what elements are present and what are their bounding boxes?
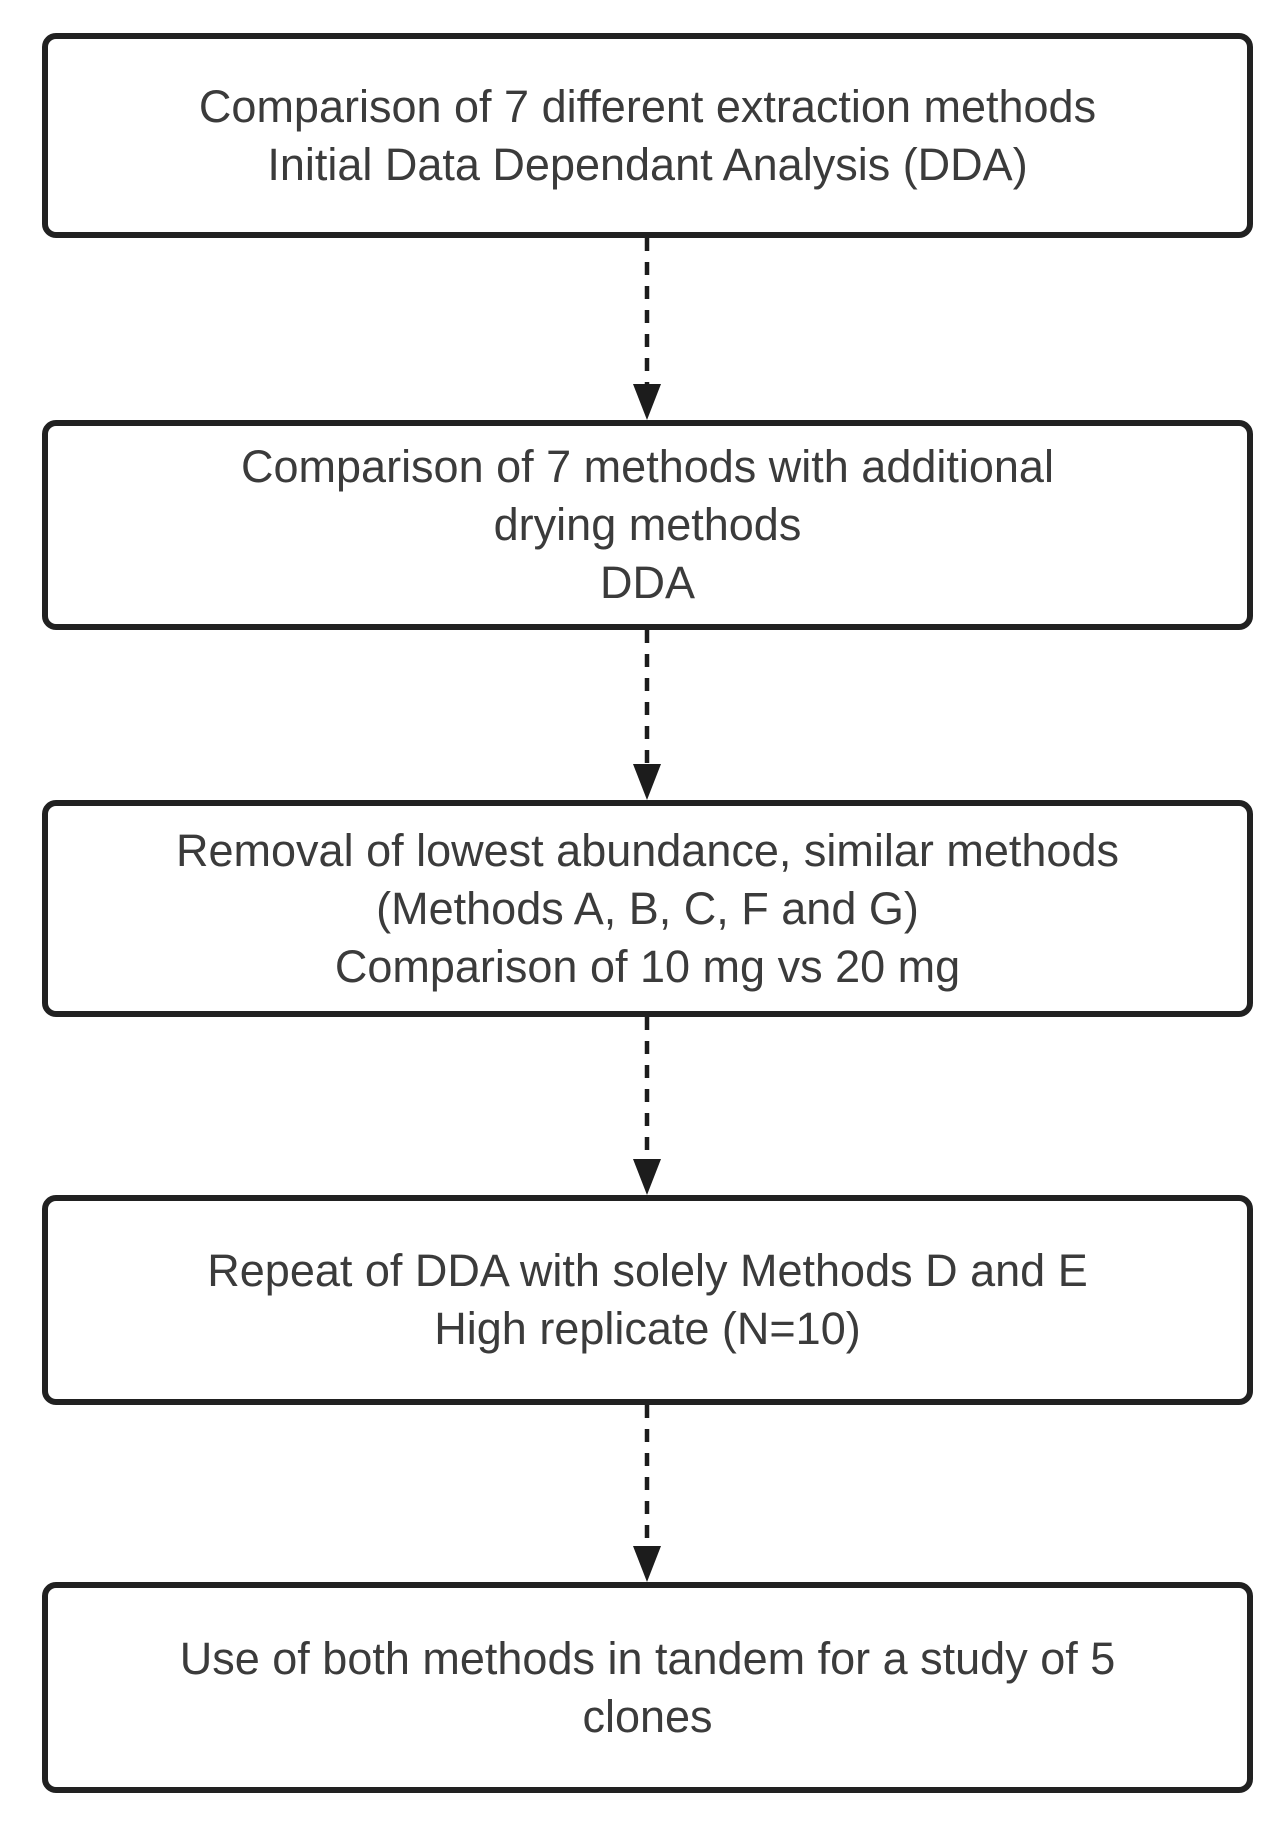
arrowhead-down-icon: [633, 764, 661, 800]
arrowhead-down-icon: [633, 1159, 661, 1195]
dashed-arrow-connector-4: [630, 1405, 664, 1582]
arrowhead-down-icon: [633, 1546, 661, 1582]
flow-step-3-line-3: Comparison of 10 mg vs 20 mg: [334, 940, 961, 992]
down-arrow-icon: [633, 238, 661, 420]
down-arrow-icon: [633, 630, 661, 800]
down-arrow-icon: [633, 1017, 661, 1195]
dashed-arrow-connector-3: [630, 1017, 664, 1195]
flow-step-5: Use of both methods in tandem for a stud…: [42, 1582, 1253, 1793]
flow-step-1-line-1: Comparison of 7 different extraction met…: [198, 80, 1097, 132]
flow-step-4: Repeat of DDA with solely Methods D and …: [42, 1195, 1253, 1405]
flow-step-2-line-2: drying methods: [493, 499, 802, 550]
flow-step-2-line-3: DDA: [599, 557, 695, 608]
flow-step-3-line-2: (Methods A, B, C, F and G): [376, 882, 919, 934]
dashed-arrow-connector-1: [630, 238, 664, 420]
flow-step-1-line-2: Initial Data Dependant Analysis (DDA): [267, 138, 1028, 190]
flow-step-4-line-2: High replicate (N=10): [434, 1303, 861, 1354]
down-arrow-icon: [633, 1405, 661, 1582]
dashed-arrow-connector-2: [630, 630, 664, 800]
arrowhead-down-icon: [633, 384, 661, 420]
flow-step-5-line-2: clones: [582, 1690, 713, 1742]
flow-step-2: Comparison of 7 methods with additional …: [42, 420, 1253, 630]
flow-step-5-line-1: Use of both methods in tandem for a stud…: [179, 1632, 1116, 1684]
flow-step-4-line-1: Repeat of DDA with solely Methods D and …: [207, 1245, 1088, 1296]
flow-step-3: Removal of lowest abundance, similar met…: [42, 800, 1253, 1017]
flow-step-2-line-1: Comparison of 7 methods with additional: [241, 441, 1054, 492]
flow-step-1: Comparison of 7 different extraction met…: [42, 33, 1253, 238]
flow-step-3-line-1: Removal of lowest abundance, similar met…: [176, 824, 1119, 876]
